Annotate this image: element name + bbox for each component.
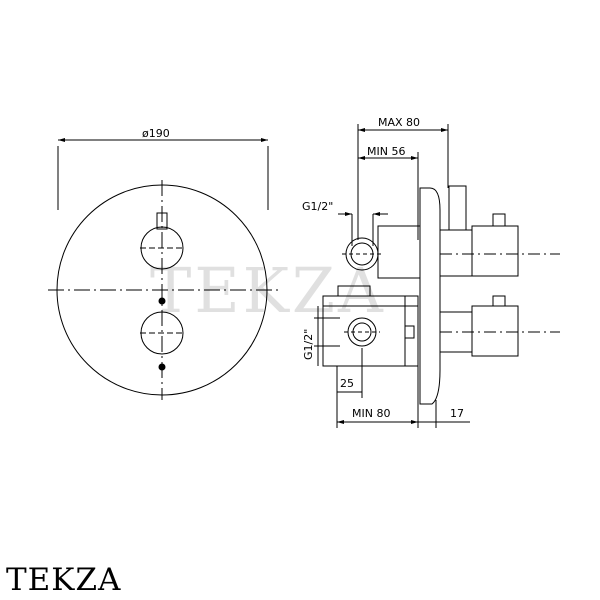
lower-knob-indicator <box>158 363 166 371</box>
wall-plate-circle <box>56 184 268 396</box>
upper-handle-base <box>439 229 473 277</box>
lower-handle <box>471 305 519 357</box>
arrow <box>411 420 418 424</box>
thread-side-label: G1/2" <box>302 329 315 360</box>
max-depth-label: MAX 80 <box>378 116 420 129</box>
thread-top-label: G1/2" <box>302 200 333 213</box>
arrow-left <box>58 138 65 142</box>
upper-handle-stem <box>492 213 506 227</box>
brand-logo-text: TEKZA <box>6 562 122 598</box>
upper-knob-stem <box>156 212 168 230</box>
lower-handle-stem <box>492 295 506 307</box>
valve-port <box>404 325 415 339</box>
arrow <box>411 156 418 160</box>
min-depth-label: MIN 56 <box>367 145 405 158</box>
upper-handle-collar <box>448 185 467 231</box>
plate-thickness-label: 17 <box>450 407 464 420</box>
arrow-right <box>261 138 268 142</box>
valve-cap <box>337 285 371 297</box>
arrow <box>345 212 352 216</box>
front-view <box>48 138 278 400</box>
arrow <box>358 128 365 132</box>
arrow <box>441 128 448 132</box>
upper-handle <box>471 225 519 277</box>
arrow <box>337 420 344 424</box>
lower-knob-dot <box>158 297 166 305</box>
wall-plate-side <box>419 187 441 405</box>
side-view <box>314 124 560 428</box>
diameter-label: ø190 <box>142 127 170 140</box>
min-length-label: MIN 80 <box>352 407 390 420</box>
arrow <box>373 212 380 216</box>
arrow <box>358 156 365 160</box>
offset-label: 25 <box>340 377 354 390</box>
